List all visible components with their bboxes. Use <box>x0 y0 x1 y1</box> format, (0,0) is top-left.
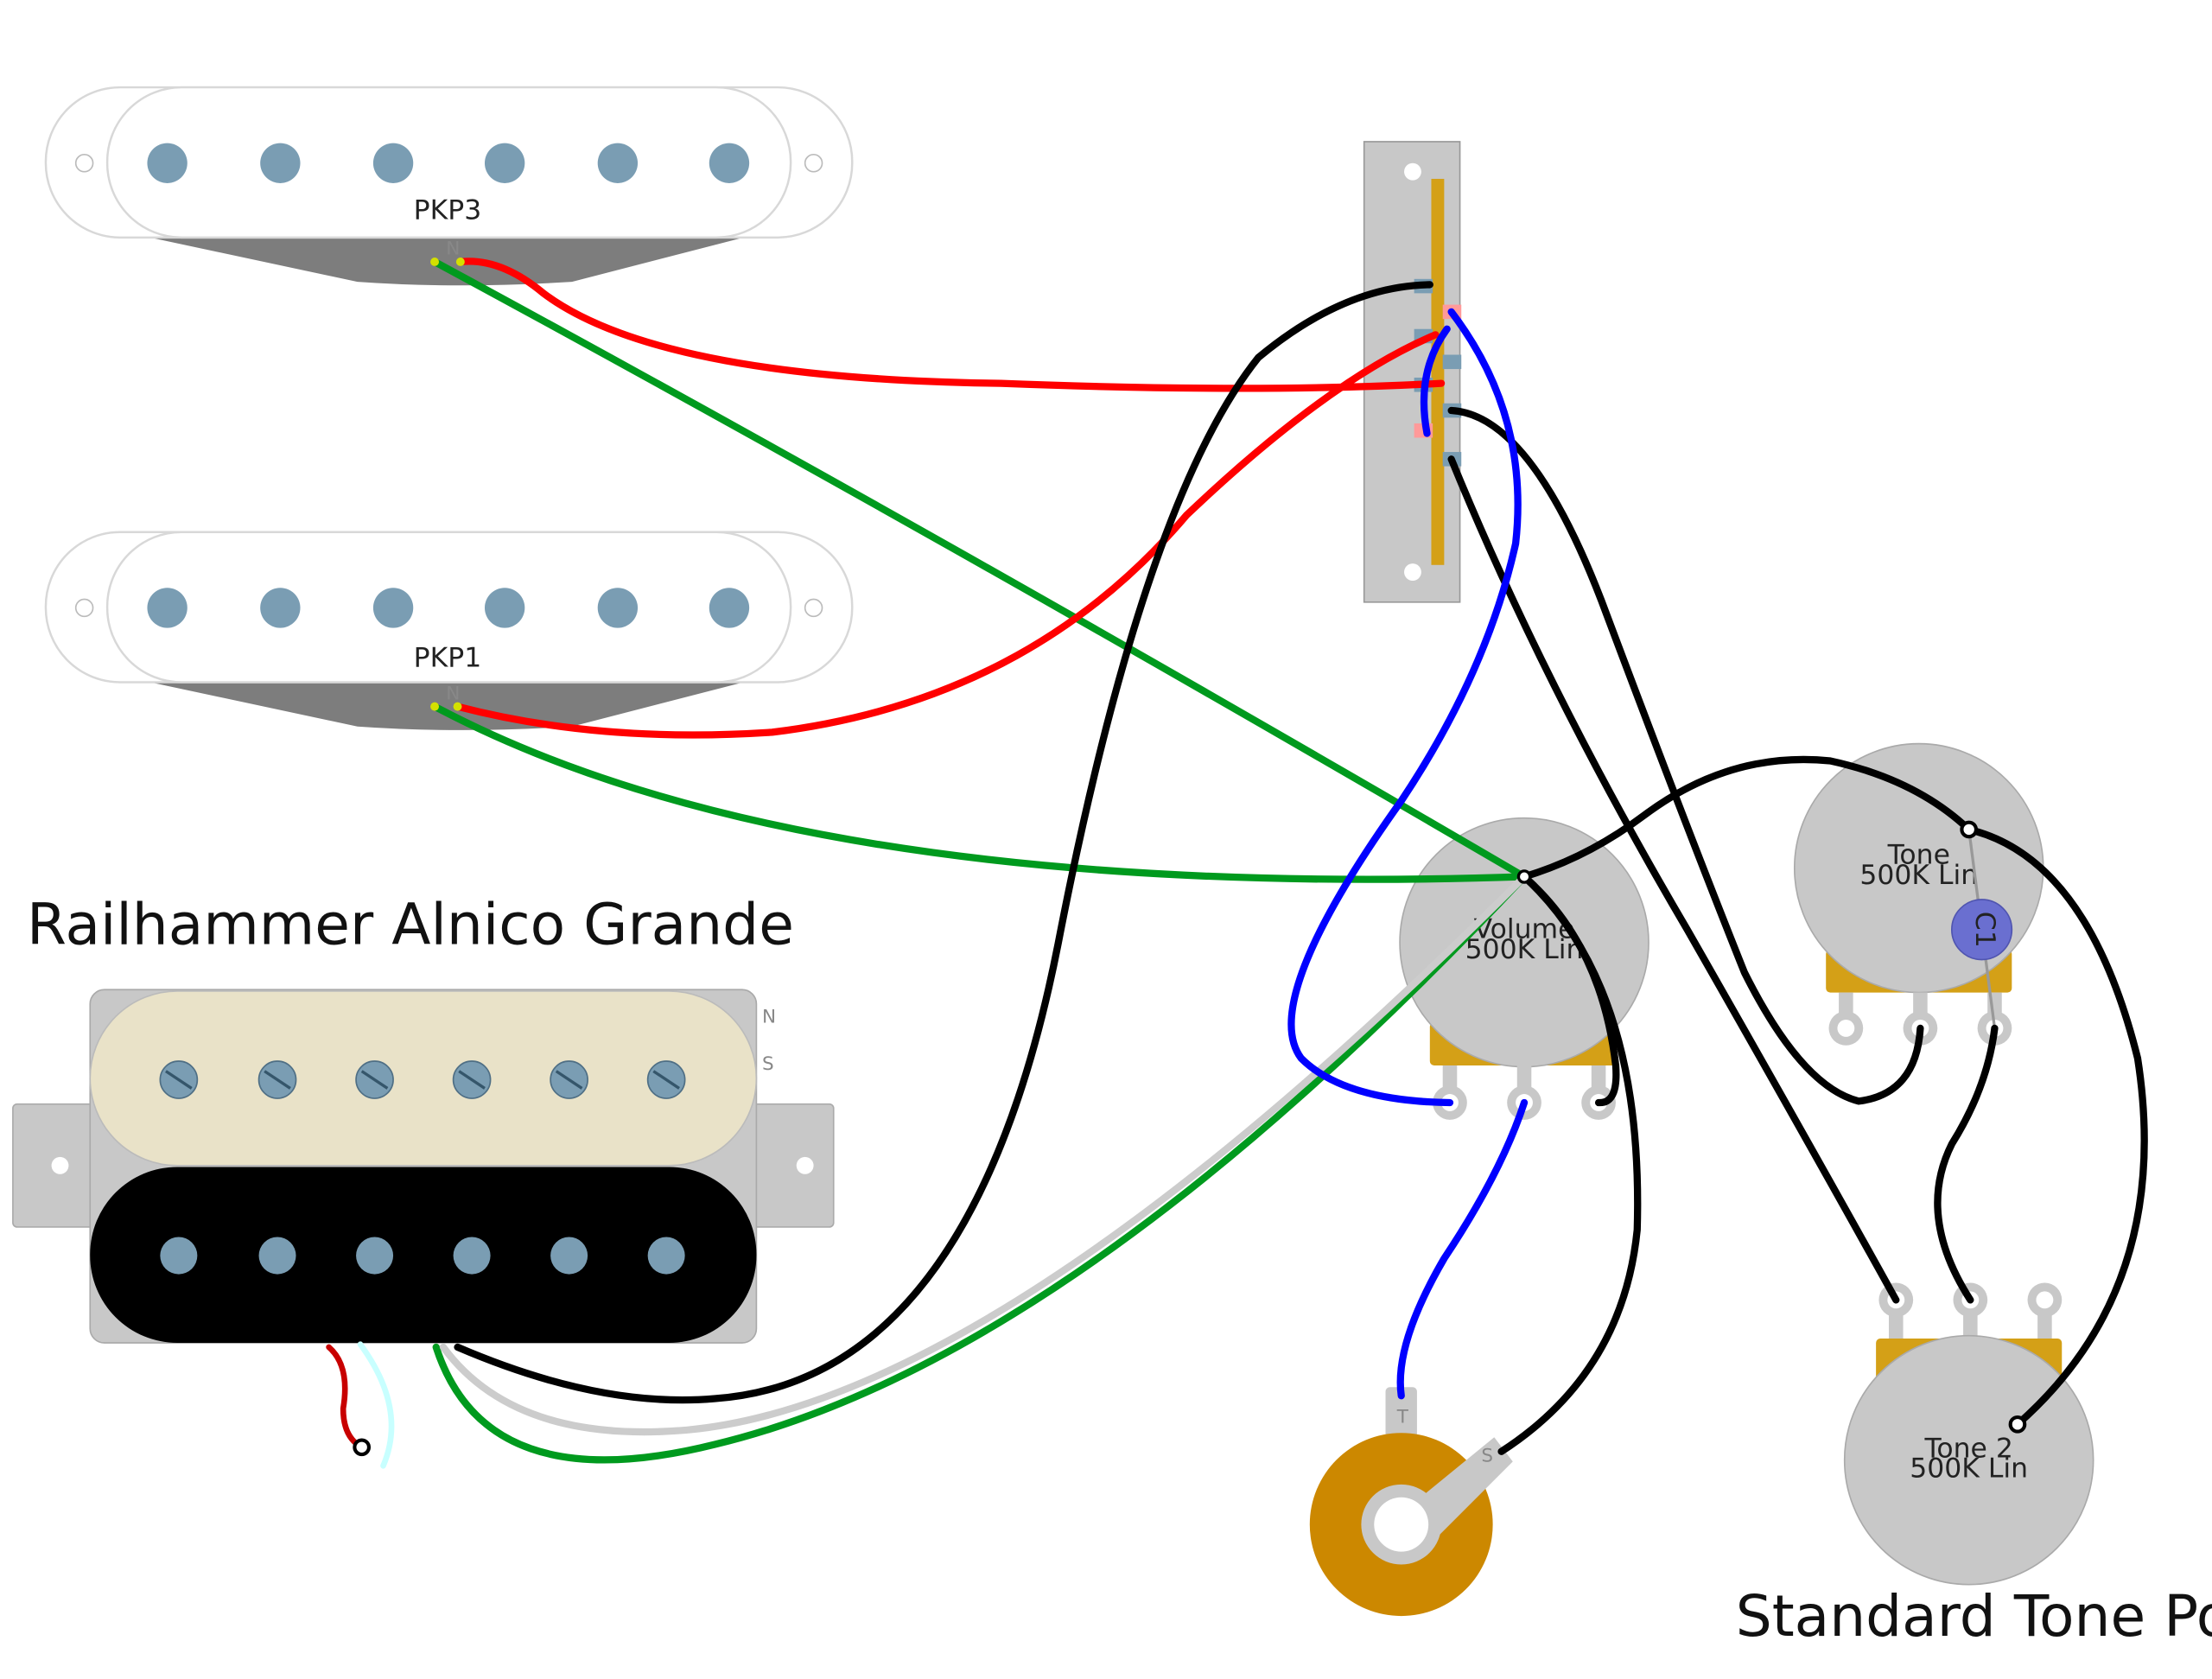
pkp3-baseplate <box>149 237 744 286</box>
tone-pot-value: 500K Lin <box>1859 860 1978 891</box>
wires <box>326 257 2148 1469</box>
capacitor-label: C1 <box>1969 912 2000 948</box>
pkp1-pole-n: N <box>446 683 460 704</box>
jack-sleeve-label: S <box>1481 1445 1493 1466</box>
switch-screw-top <box>1404 162 1421 181</box>
wire-pkp1-ground <box>430 703 1529 883</box>
pkp1-baseplate <box>149 682 744 730</box>
hb-s-label: S <box>762 1053 774 1075</box>
pkp3-pole-n: N <box>446 238 460 260</box>
pkp1-label: PKP1 <box>414 642 482 673</box>
volume-pot-value: 500K Lin <box>1465 934 1584 965</box>
humbucker-title: Railhammer Alnico Grande <box>27 891 794 957</box>
tone-solder-point <box>1960 820 1979 839</box>
wire-switch-jumper <box>1420 325 1451 437</box>
wire-hb-red <box>326 1344 365 1451</box>
hb-black-coil <box>90 1167 757 1343</box>
wire-pkp1-hot <box>454 331 1440 739</box>
tone2-pot-name: Tone 2 <box>1924 1433 2013 1464</box>
pkp1-screw-hole-left <box>74 598 94 618</box>
switch-wafer <box>1431 178 1445 565</box>
hb-cream-coil <box>89 990 758 1167</box>
pkp1-pole-pieces <box>147 588 750 628</box>
wire-switch-to-tone <box>1447 406 1924 1105</box>
wire-hb-cyan <box>357 1341 395 1469</box>
tone2-pot: Tone 2 500K Lin Standard Tone Pot <box>1736 1282 2212 1650</box>
output-jack: T S <box>1309 1387 1513 1617</box>
capacitor-c1 <box>1950 899 2013 961</box>
switch-screw-bottom <box>1404 563 1421 581</box>
wire-volume-to-tone <box>1520 755 1973 881</box>
pkp1-lead-dot <box>430 702 440 711</box>
hb-screw-hole-right <box>796 1156 814 1174</box>
jack-hole <box>1374 1497 1429 1552</box>
tone2-solder-point <box>2008 1415 2027 1434</box>
hb-pole-pieces <box>160 1237 685 1275</box>
wire-pkp3-hot <box>456 258 1446 392</box>
wire-tone-to-tone2 <box>1934 1024 1999 1304</box>
pkp3-lead-dot <box>430 257 440 266</box>
wire-switch-to-volume <box>1287 308 1522 1107</box>
wire-hb-ground <box>432 873 1529 1464</box>
wire-tone-ground-tone2 <box>1965 825 2148 1428</box>
hb-slotted-screws <box>159 1060 686 1099</box>
pkp3-screw-hole-right <box>804 154 823 173</box>
volume-pot-lugs <box>1433 1065 1616 1120</box>
pkp3-cover <box>105 86 792 239</box>
wire-volume-to-jack <box>1396 1098 1529 1400</box>
tone2-pot-body <box>1843 1334 2094 1586</box>
wire-switch-to-tone2 <box>1447 455 1900 1304</box>
jack-sleeve-lug <box>1415 1437 1513 1538</box>
hb-n-label: N <box>762 1006 776 1027</box>
tone2-pot-lugs <box>1878 1282 2063 1342</box>
jack-tip-label: T <box>1396 1407 1409 1428</box>
tone-pot-name: Tone <box>1887 840 1950 871</box>
wire-hb-black <box>454 281 1433 1404</box>
pkp3-label: PKP3 <box>414 194 482 226</box>
pkp1-lead-dot-2 <box>453 702 462 711</box>
volume-solder-point <box>1516 869 1532 884</box>
pkp3-lead-dot-2 <box>455 257 465 266</box>
pickup-pkp1: PKP1 N <box>44 531 854 730</box>
tone-pot: Tone 500K Lin C1 <box>1793 742 2044 1046</box>
wire-hb-white <box>439 873 1529 1436</box>
pkp3-screw-hole-left <box>74 154 94 173</box>
wire-pkp3-ground <box>430 258 1529 881</box>
jack-tip-lug <box>1385 1387 1417 1439</box>
hb-wire-tie <box>353 1438 372 1457</box>
pickup-pkp3: PKP3 N <box>44 86 854 286</box>
standard-tone-pot-label: Standard Tone Pot <box>1736 1583 2212 1650</box>
selector-switch <box>1363 141 1462 603</box>
wire-jack-sleeve <box>1497 873 1642 1455</box>
hb-screw-hole-left <box>51 1156 69 1174</box>
tone2-pot-value: 500K Lin <box>1910 1453 2028 1485</box>
pkp3-pole-pieces <box>147 143 750 183</box>
pkp1-cover <box>105 531 792 684</box>
pkp1-screw-hole-right <box>804 598 823 618</box>
switch-plate <box>1363 141 1461 603</box>
pickup-humbucker: Railhammer Alnico Grande N S <box>12 891 835 1344</box>
